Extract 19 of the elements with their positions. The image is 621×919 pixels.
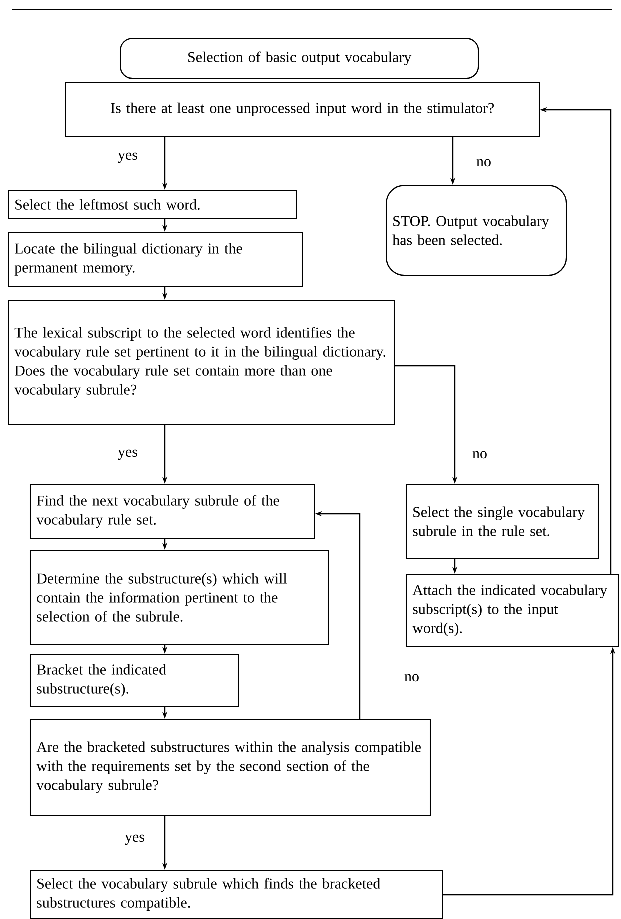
process-box: Are the bracketed substructures within the analysis compatible with the requirements set by the second section of the vocabulary subrule?	[30, 719, 432, 816]
process-box: Select the leftmost such word.	[8, 190, 298, 220]
process-box: Is there at least one unprocessed input word in the stimulator?	[65, 82, 540, 138]
process-box: Bracket the indicated substructure(s).	[30, 654, 240, 708]
edge-label: yes	[124, 834, 146, 846]
edge-label: yes	[117, 152, 139, 164]
stop-box: STOP. Output vocabulary has been selected.	[386, 185, 568, 276]
edge-label: no	[404, 673, 420, 683]
process-box: Select the single vocabulary subrule in the rule set.	[406, 484, 600, 560]
edge-label: no	[472, 450, 488, 460]
process-box: Attach the indicated vocabulary subscript(s) to the input word(s).	[406, 574, 620, 648]
process-box: Select the vocabulary subrule which finds the bracketed substructures compatible.	[30, 870, 444, 919]
edge-label: yes	[117, 448, 139, 462]
edge-label: no	[476, 158, 492, 168]
process-box: Locate the bilingual dictionary in the permanent memory.	[8, 232, 304, 288]
terminal-box: Selection of basic output vocabulary	[120, 38, 480, 80]
process-box: Determine the substructure(s) which will contain the information pertinent to the selection of the subrule.	[30, 550, 330, 646]
process-box: Find the next vocabulary subrule of the vocabulary rule set.	[30, 484, 316, 540]
process-box: The lexical subscript to the selected word identifies the vocabulary rule set pertinent to it in the bilingual dictionary. Does the vocabulary rule set contain more than one vocabulary subrule?	[8, 300, 396, 426]
